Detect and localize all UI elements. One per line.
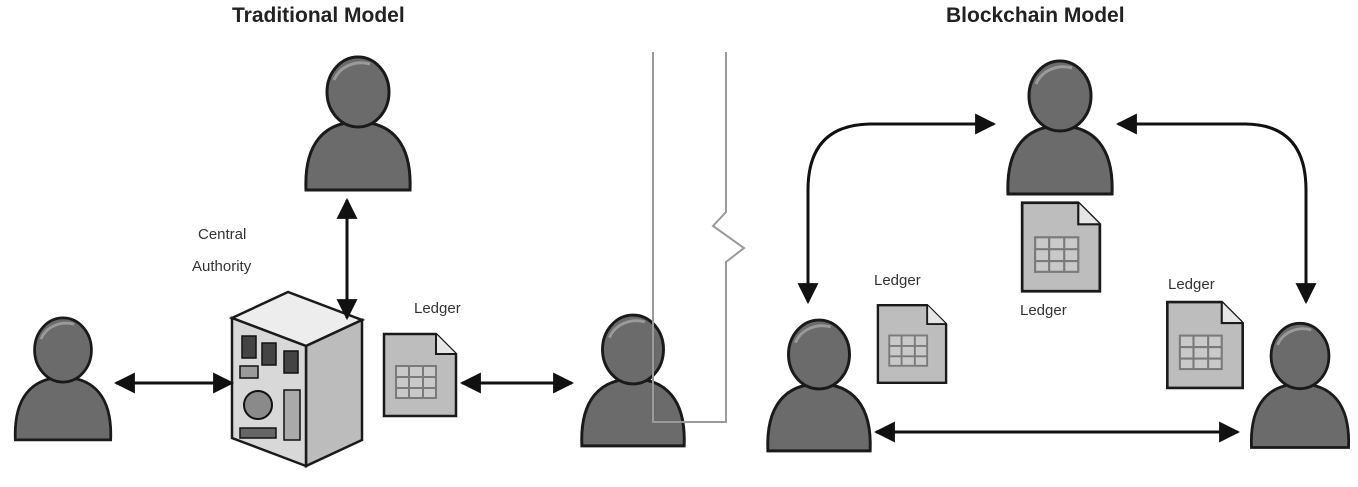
arrow-top-to-right xyxy=(1115,113,1317,305)
ledger-document-icon xyxy=(876,303,948,385)
central-authority-label-line2: Authority xyxy=(192,258,252,275)
ledger-label-traditional: Ledger xyxy=(414,300,461,317)
ledger-document-icon xyxy=(382,332,458,418)
ledger-document-icon xyxy=(1165,300,1245,390)
arrow-left-to-top xyxy=(797,113,997,305)
person-icon xyxy=(304,55,412,192)
person-icon xyxy=(1006,59,1114,196)
server-icon xyxy=(228,290,366,468)
person-icon xyxy=(1249,321,1351,450)
ledger-document-icon xyxy=(1020,201,1102,293)
person-icon xyxy=(580,313,686,448)
ledger-label-blockchain-top: Ledger xyxy=(1020,302,1067,319)
person-icon xyxy=(13,316,113,442)
central-authority-label-line1: Central xyxy=(198,226,247,243)
section-divider xyxy=(652,52,746,423)
ledger-label-blockchain-left: Ledger xyxy=(874,272,921,289)
blockchain-model-title: Blockchain Model xyxy=(946,4,1125,27)
ledger-label-blockchain-right: Ledger xyxy=(1168,276,1215,293)
traditional-model-title: Traditional Model xyxy=(232,4,405,27)
person-icon xyxy=(766,318,872,453)
